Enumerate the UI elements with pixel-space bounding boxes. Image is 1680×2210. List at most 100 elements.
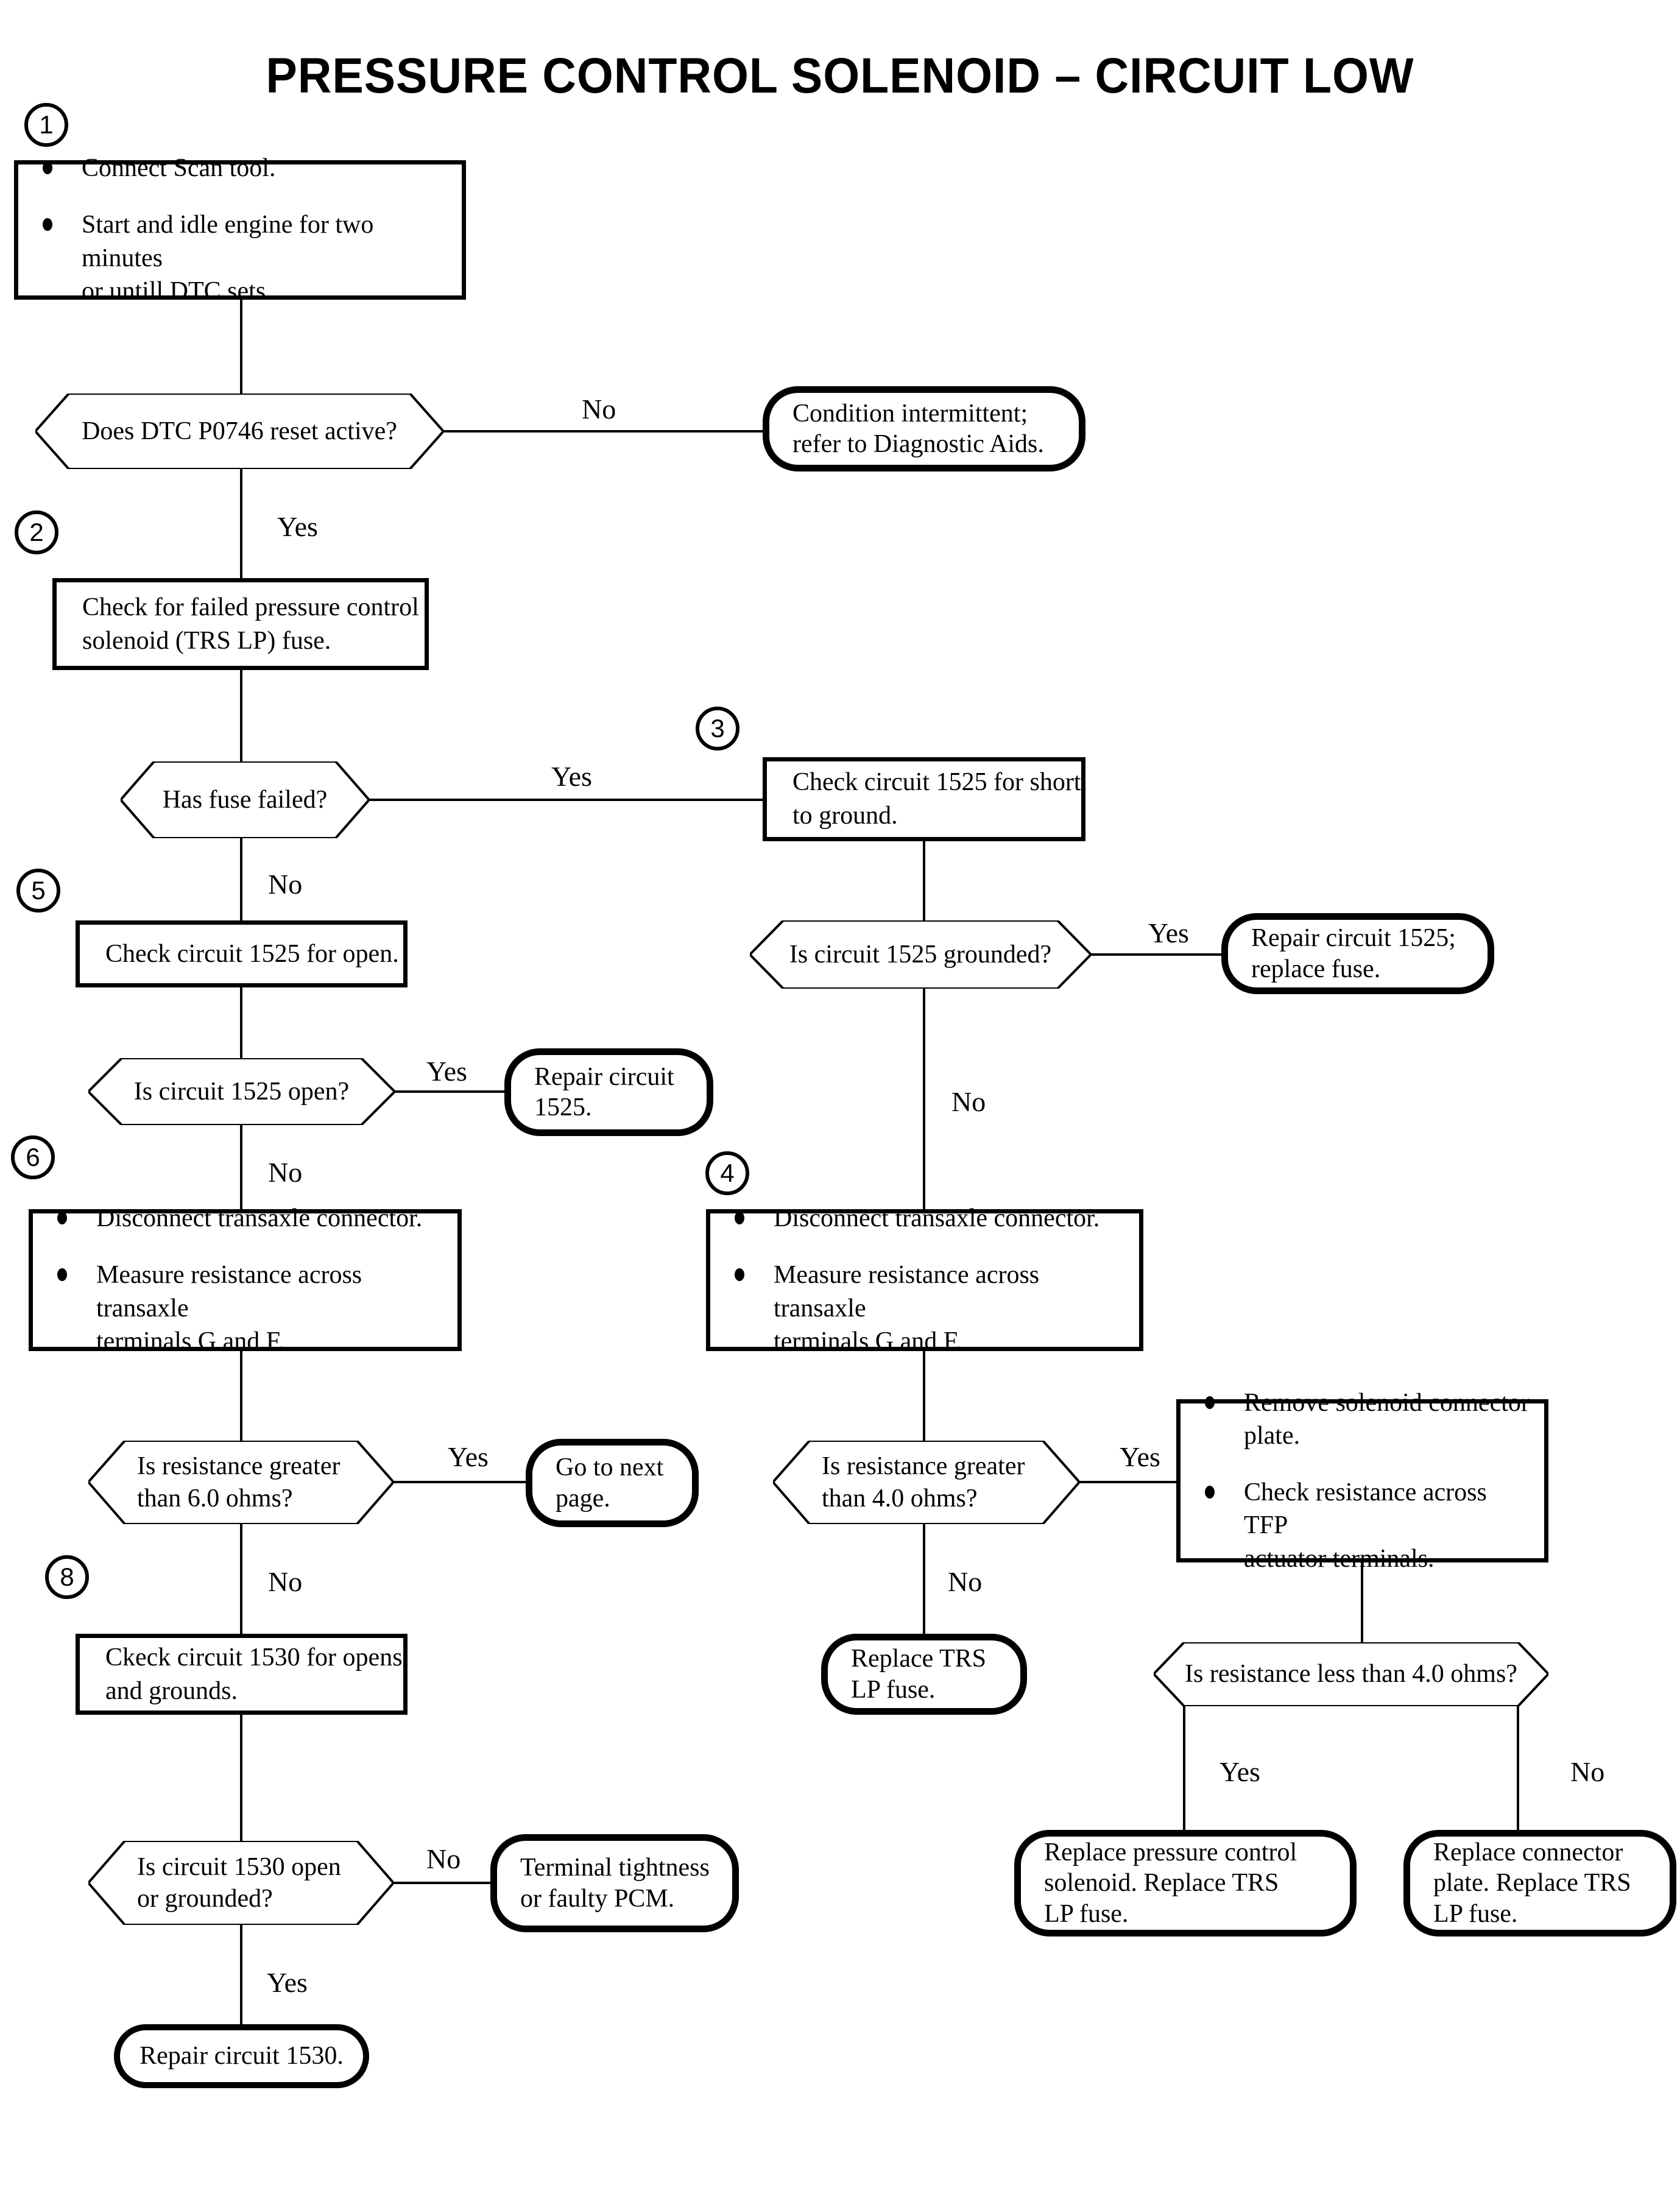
decision-resistance-gt-4: Is resistance greater than 4.0 ohms? <box>773 1441 1079 1524</box>
bullet-icon <box>1205 1476 1244 1499</box>
process-label: Check circuit 1525 for short to ground. <box>792 768 1081 830</box>
edge-label-no: No <box>268 1566 303 1597</box>
terminal-label: Repair circuit 1530. <box>139 2042 344 2071</box>
bullet-icon <box>57 1259 96 1281</box>
bullet-text: Measure resistance across transaxle term… <box>774 1260 1040 1356</box>
bullet-item: Check resistance across TFP actuator ter… <box>1205 1476 1536 1576</box>
bullet-item: Start and idle engine for two minutes or… <box>43 208 453 308</box>
terminal-repair-1530: Repair circuit 1530. <box>114 2024 369 2088</box>
edge-label-yes: Yes <box>1120 1441 1160 1472</box>
step-marker-8: 8 <box>45 1555 89 1599</box>
bullet-icon <box>43 152 82 174</box>
bullet-icon <box>43 208 82 231</box>
terminal-label: Repair circuit 1525. <box>534 1062 674 1121</box>
edge-label-no: No <box>268 1157 303 1188</box>
terminal-repair-1525-replace-fuse: Repair circuit 1525; replace fuse. <box>1221 913 1494 994</box>
edge-label-yes: Yes <box>1219 1756 1260 1787</box>
decision-dtc-p0746-reset: Does DTC P0746 reset active? <box>35 394 443 469</box>
process-label: Check circuit 1525 for open. <box>105 939 399 968</box>
bullet-item: Disconnect transaxle connector. <box>735 1202 1131 1235</box>
connector-line <box>240 1125 242 1209</box>
decision-resistance-lt-4: Is resistance less than 4.0 ohms? <box>1154 1642 1548 1706</box>
connector-line <box>395 1090 504 1093</box>
page-title: PRESSURE CONTROL SOLENOID – CIRCUIT LOW <box>266 48 1414 104</box>
connector-line <box>1517 1706 1519 1830</box>
connector-line <box>240 987 242 1058</box>
bullet-text: Disconnect transaxle connector. <box>96 1204 423 1233</box>
connector-line <box>240 1715 242 1841</box>
terminal-replace-plate: Replace connector plate. Replace TRS LP … <box>1403 1830 1676 1936</box>
edge-label-no: No <box>948 1566 983 1597</box>
hexagon-shape <box>773 1441 1079 1524</box>
decision-has-fuse-failed: Has fuse failed? <box>121 761 369 838</box>
process-measure-resistance-right: Disconnect transaxle connector. Measure … <box>706 1204 1143 1355</box>
terminal-replace-trs-fuse: Replace TRS LP fuse. <box>821 1634 1027 1715</box>
connector-line <box>923 989 925 1209</box>
process-check-fuse: Check for failed pressure control soleno… <box>52 578 429 670</box>
connector-line <box>1079 1481 1176 1483</box>
process-check-1530: Ckeck circuit 1530 for opens and grounds… <box>76 1634 408 1715</box>
process-measure-resistance-left: Disconnect transaxle connector. Measure … <box>29 1204 462 1355</box>
terminal-label: Terminal tightness or faulty PCM. <box>520 1854 710 1913</box>
decision-label: Is resistance greater than 4.0 ohms? <box>822 1452 1025 1513</box>
terminal-go-to-next-page: Go to next page. <box>526 1439 699 1527</box>
hexagon-shape <box>88 1841 394 1925</box>
connector-line <box>240 1524 242 1634</box>
connector-line <box>923 1524 925 1634</box>
bullet-item: Measure resistance across transaxle term… <box>735 1259 1131 1358</box>
bullet-text: Measure resistance across transaxle term… <box>96 1260 362 1356</box>
edge-label-no: No <box>268 869 303 900</box>
hexagon-shape <box>121 761 369 838</box>
decision-label: Has fuse failed? <box>162 785 328 814</box>
connector-line <box>240 469 242 578</box>
decision-label: Is resistance greater than 6.0 ohms? <box>137 1452 341 1513</box>
bullet-icon <box>735 1202 774 1224</box>
connector-line <box>394 1481 526 1483</box>
decision-1525-open: Is circuit 1525 open? <box>88 1058 395 1125</box>
step-marker-1: 1 <box>24 103 68 147</box>
decision-label: Is circuit 1525 grounded? <box>789 940 1052 969</box>
process-remove-connector-plate: Remove solenoid connector plate. Check r… <box>1176 1389 1548 1573</box>
bullet-icon <box>1205 1386 1244 1409</box>
bullet-item: Disconnect transaxle connector. <box>57 1202 449 1235</box>
step-marker-4: 4 <box>705 1151 749 1195</box>
edge-label-yes: Yes <box>277 511 318 542</box>
process-start: Connect Scan tool. Start and idle engine… <box>14 154 466 305</box>
edge-label-no: No <box>951 1086 986 1117</box>
edge-label-yes: Yes <box>448 1441 489 1472</box>
connector-line <box>394 1882 490 1884</box>
hexagon-shape <box>1154 1642 1548 1706</box>
connector-line <box>240 300 242 394</box>
edge-label-yes: Yes <box>267 1967 308 1998</box>
terminal-label: Go to next page. <box>556 1453 664 1513</box>
edge-label-no: No <box>426 1843 461 1874</box>
bullet-text: Connect Scan tool. <box>82 154 276 183</box>
bullet-icon <box>735 1259 774 1281</box>
step-marker-6: 6 <box>11 1135 55 1179</box>
bullet-text: Start and idle engine for two minutes or… <box>82 210 374 306</box>
bullet-text: Check resistance across TFP actuator ter… <box>1244 1478 1487 1573</box>
decision-label: Is circuit 1525 open? <box>133 1077 350 1106</box>
process-check-1525-short: Check circuit 1525 for short to ground. <box>763 757 1085 841</box>
terminal-label: Repair circuit 1525; replace fuse. <box>1251 924 1456 983</box>
bullet-text: Disconnect transaxle connector. <box>774 1204 1100 1233</box>
connector-line <box>240 670 242 761</box>
decision-label: Does DTC P0746 reset active? <box>82 417 397 445</box>
hexagon-shape <box>88 1058 395 1125</box>
edge-label-no: No <box>582 394 616 425</box>
step-marker-3: 3 <box>696 707 739 750</box>
terminal-tightness-pcm: Terminal tightness or faulty PCM. <box>490 1834 739 1932</box>
process-label: Ckeck circuit 1530 for opens and grounds… <box>105 1643 403 1705</box>
bullet-text: Remove solenoid connector plate. <box>1244 1388 1530 1450</box>
decision-label: Is resistance less than 4.0 ohms? <box>1185 1660 1517 1689</box>
connector-line <box>1183 1706 1185 1830</box>
terminal-label: Replace connector plate. Replace TRS LP … <box>1433 1838 1631 1928</box>
connector-line <box>369 799 763 801</box>
hexagon-shape <box>35 394 443 469</box>
edge-label-no: No <box>1570 1756 1605 1787</box>
connector-line <box>443 430 763 432</box>
connector-line <box>240 1351 242 1441</box>
step-marker-2: 2 <box>15 510 58 554</box>
decision-label: Is circuit 1530 open or grounded? <box>137 1852 341 1913</box>
